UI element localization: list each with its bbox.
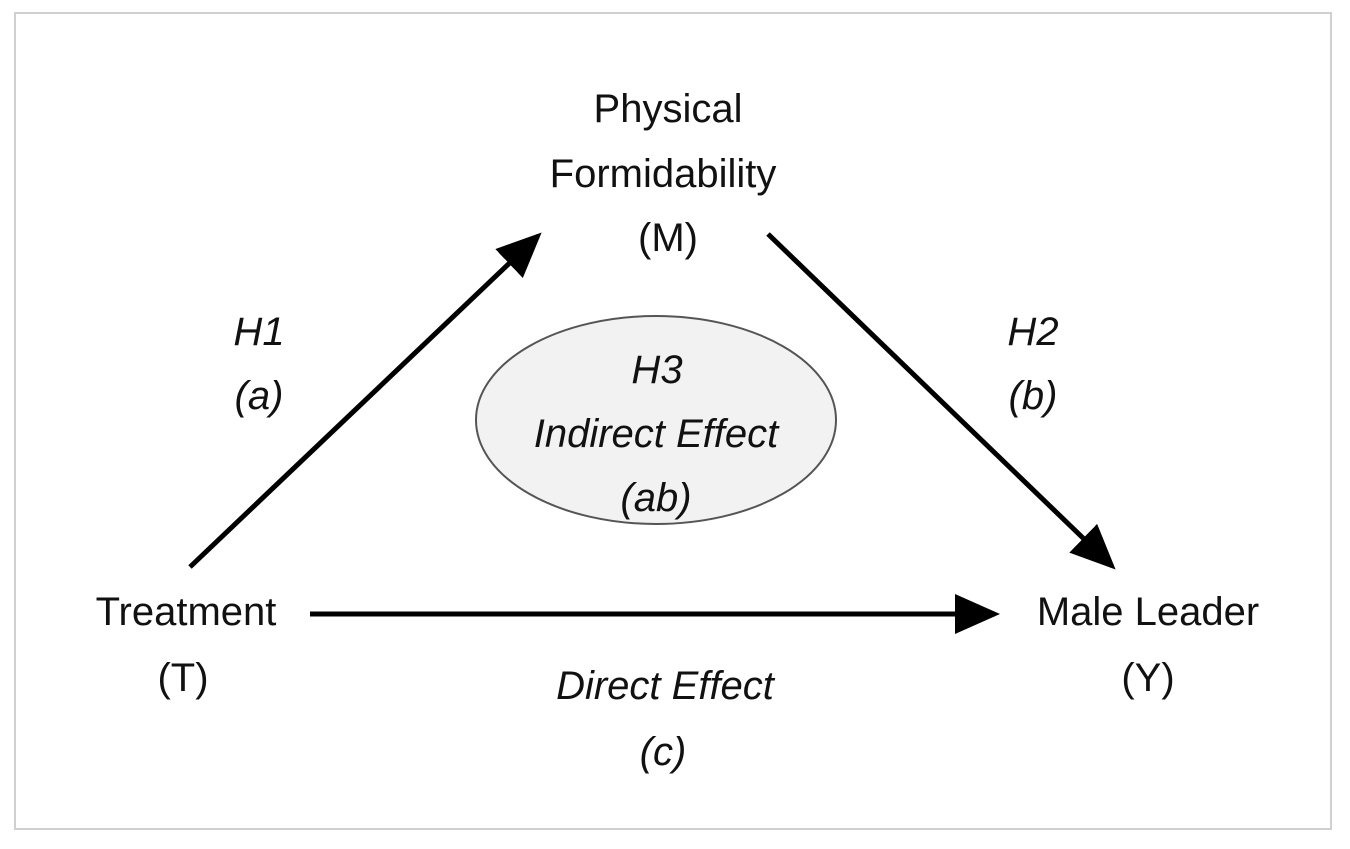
indirect-coefficient-label: (ab) [620,476,692,520]
diagram-frame [14,12,1332,830]
indirect-effect-name: Indirect Effect [533,412,779,456]
outcome-label-line1: Male Leader [1036,590,1260,634]
mediator-label-line3: (M) [638,216,698,260]
path-a-coefficient-label: (a) [234,374,284,418]
mediator-label-line1: Physical [593,87,743,131]
outcome-label-line2: (Y) [1121,656,1175,700]
treatment-label-line1: Treatment [95,590,277,634]
mediator-label-line2: Formidability [549,152,777,196]
path-b-arrow [766,232,1116,570]
treatment-label-line2: (T) [157,656,209,700]
indirect-effect-ellipse [475,315,837,525]
direct-coefficient-label: (c) [639,730,687,774]
path-a-hypothesis-label: H1 [233,310,285,354]
path-b-hypothesis-label: H2 [1007,310,1059,354]
direct-effect-name: Direct Effect [556,664,774,708]
path-a-arrow [188,232,542,569]
path-b-coefficient-label: (b) [1008,374,1058,418]
indirect-hypothesis-label: H3 [631,348,683,392]
